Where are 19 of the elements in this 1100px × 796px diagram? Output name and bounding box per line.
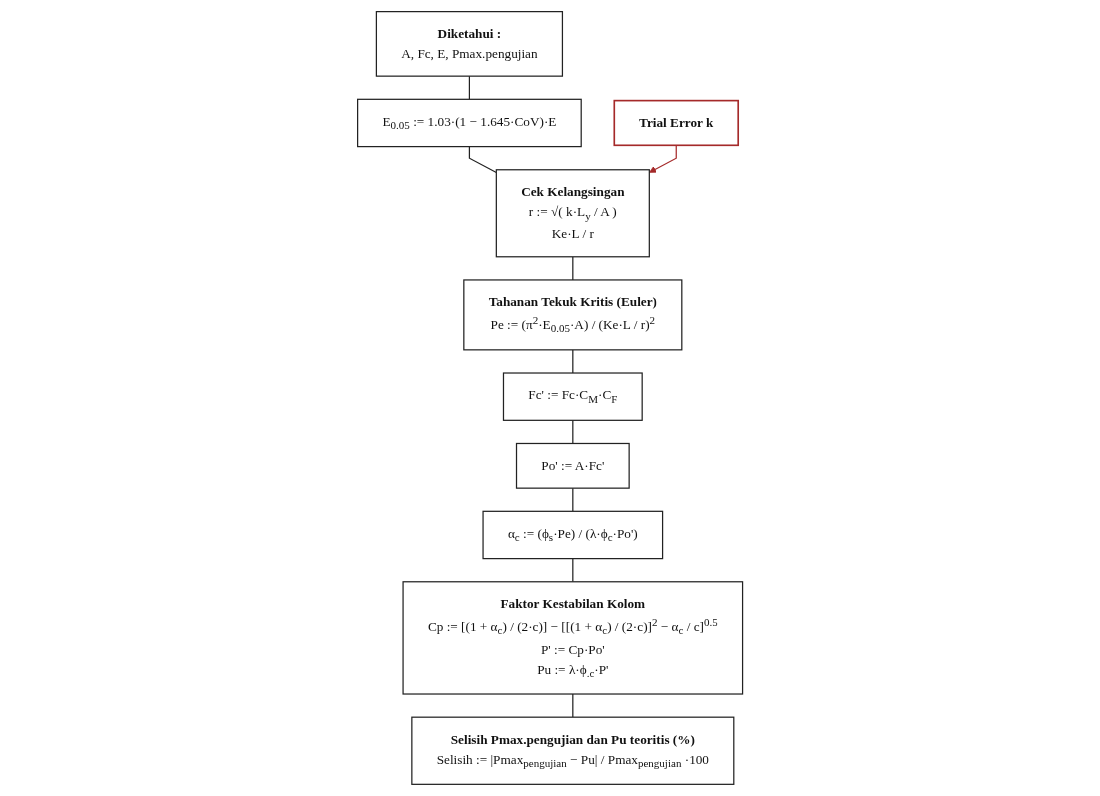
connector — [468, 146, 497, 174]
connector — [572, 487, 574, 512]
node-box: Diketahui : A, Fc, E, Pmax.pengujian — [375, 11, 563, 77]
node-box: Faktor Kestabilan Kolom Cp := [(1 + α$_{c}$) / (2·c)] − [[(1 + α$_{c}$) / (2·c)]$^{2}$ − α$_{c}$ / c]$^{0.5}$ P' := Cp·Po' Pu := λ·ϕ$_{.c}$·P' — [402, 581, 744, 695]
arrow — [648, 144, 677, 173]
connector — [572, 558, 574, 583]
node-box: Po' := A·Fc' — [515, 442, 630, 489]
node-box: Cek Kelangsingan r := √( k·L$_{y}$ / A ) Ke·L / r — [495, 169, 650, 258]
connector — [572, 349, 574, 374]
connector — [572, 693, 574, 718]
node-box: Selisih Pmax.pengujian dan Pu teoritis (%) Selisih := |Pmax$_{pengujian}$ − Pu| / Pmax$_{pengujian}$ ·100 — [411, 716, 735, 785]
node-box: α$_{c}$ := (ϕ$_{s}$·Pe) / (λ·ϕ$_{c}$·Po') — [482, 510, 664, 560]
node-box: E$_{0.05}$ := 1.03·(1 − 1.645·CoV)·E — [356, 98, 582, 148]
connector — [572, 419, 574, 445]
node-box: Tahanan Tekuk Kritis (Euler) Pe := (π$^{2}$·E$_{0.05}$·A) / (Ke·L / r)$^{2}$ — [463, 279, 683, 351]
node-box: Fc' := Fc·C$_{M}$·C$_{F}$ — [502, 372, 643, 421]
connector — [572, 256, 574, 281]
node-box: Trial Error k — [613, 99, 739, 147]
connector — [468, 75, 470, 100]
